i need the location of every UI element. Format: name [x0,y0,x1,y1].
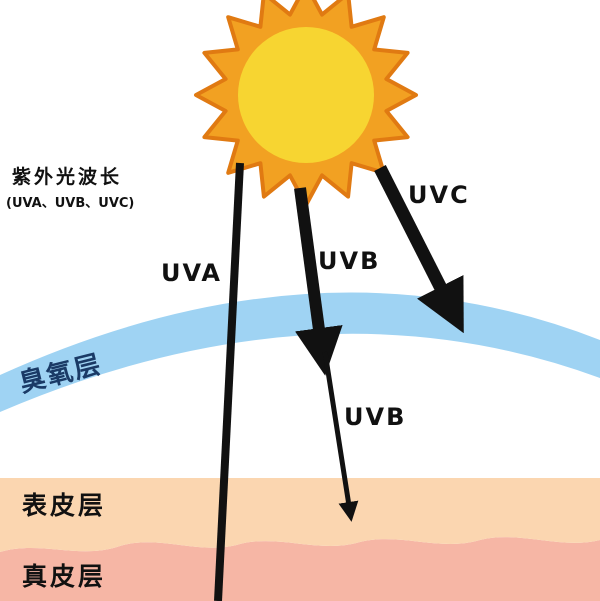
sun-icon [194,0,418,207]
uva-label: UVA [161,259,222,287]
uvb-upper-label: UVB [318,247,380,275]
uvb-lower-label: UVB [344,403,406,431]
dermis-label: 真皮层 [22,562,106,591]
uvb-ray-upper [294,187,343,376]
uvc-ray [374,165,464,334]
uvc-label: UVC [408,181,470,209]
epidermis-label: 表皮层 [22,491,106,520]
epidermis-layer [0,478,600,552]
uva-ray [214,162,244,601]
dermis-layer [0,537,600,601]
title-main: 紫外光波长 [12,165,122,188]
title-sub: (UVA、UVB、UVC) [6,196,134,211]
uvb-ray-lower [322,351,359,522]
